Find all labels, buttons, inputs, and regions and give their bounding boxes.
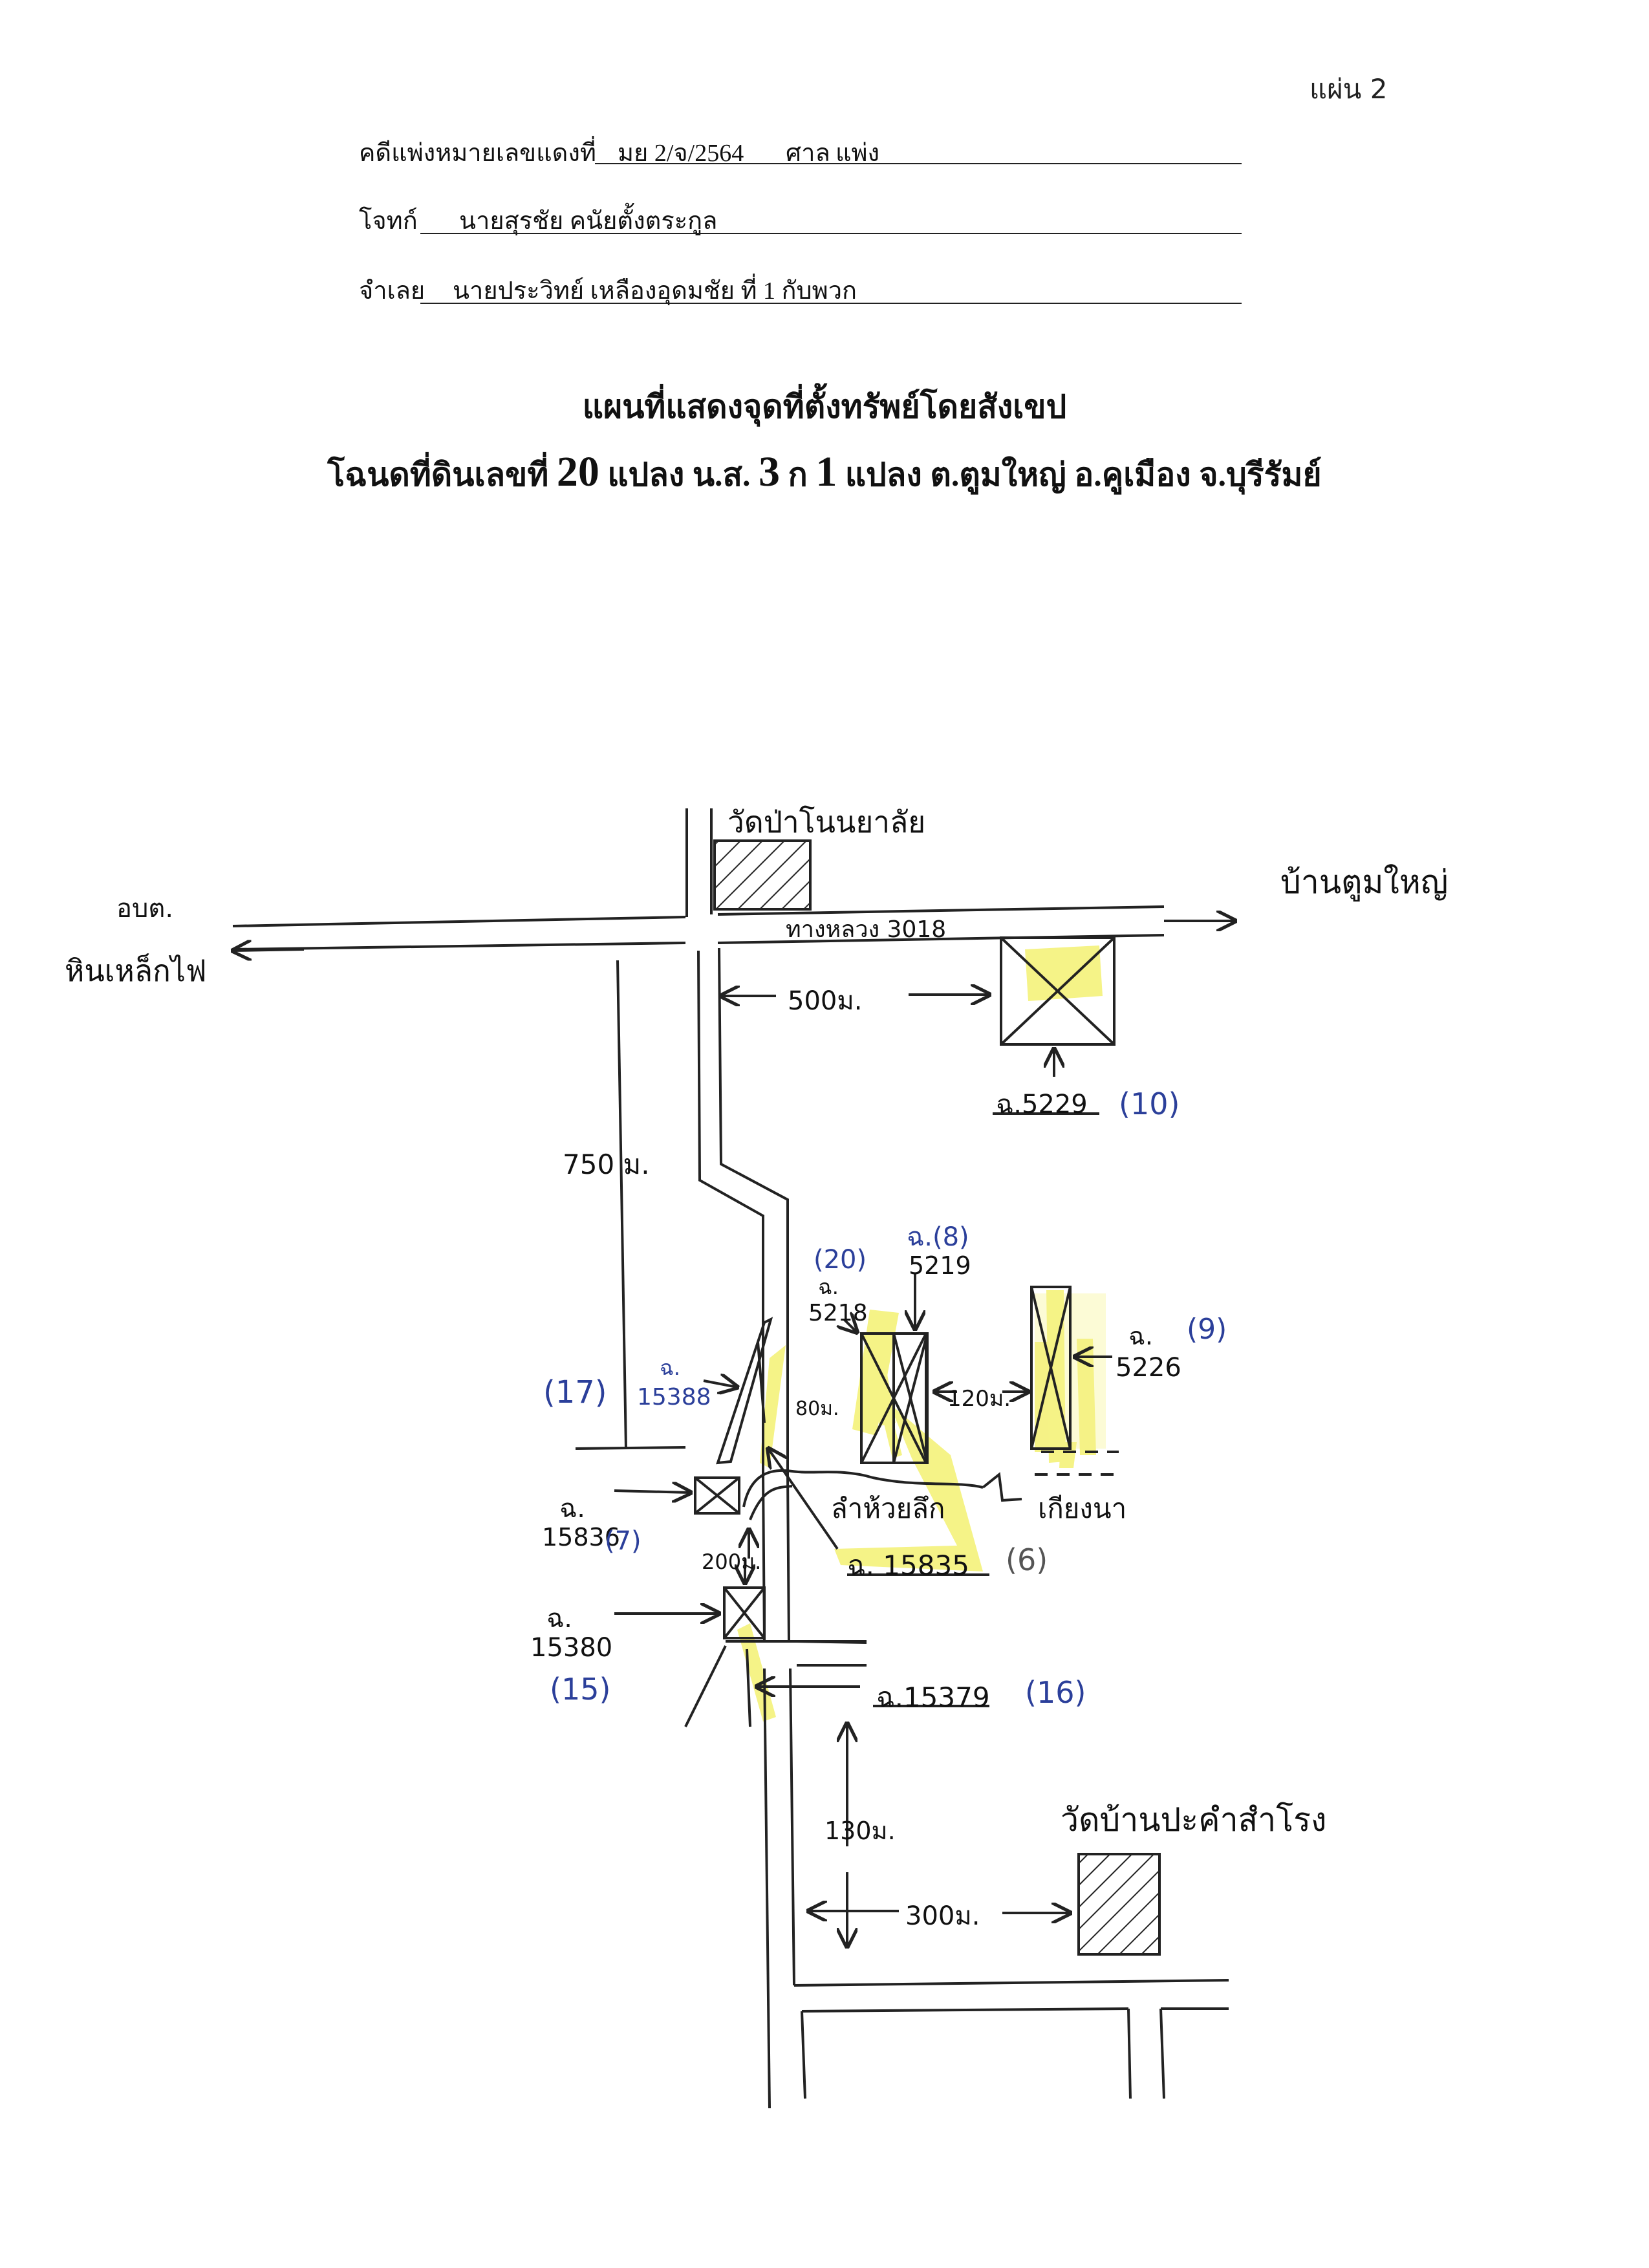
temple-top-label: วัดป่าโนนยาลัย	[727, 805, 926, 839]
plaintiff-underline	[420, 233, 1242, 234]
defendant-value: นายประวิทย์ เหลืองอุดมชัย ที่ 1 กับพวก	[453, 277, 857, 305]
temple-bottom-label: วัดบ้านปะคำสำโรง	[1061, 1801, 1327, 1839]
plaintiff-label: โจทก์	[359, 208, 418, 235]
stream-label: ลำห้วยลึก	[831, 1493, 945, 1524]
item-number-9: (9)	[1187, 1313, 1227, 1346]
distance-130: 130ม.	[824, 1817, 896, 1845]
sheet-number: แผ่น 2	[1310, 73, 1388, 105]
subtitle-num-20: 20	[556, 448, 599, 495]
item-number-6: (6)	[1006, 1542, 1048, 1577]
left-destination-2: หินเหล็กไฟ	[65, 953, 207, 988]
subtitle-part-a: โฉนดที่ดินเลขที่	[327, 457, 549, 493]
deed-5226: 5226	[1116, 1353, 1181, 1383]
item-number-10: (10)	[1119, 1086, 1180, 1121]
court-label: ศาล	[786, 140, 830, 167]
distance-750: 750 ม.	[563, 1149, 650, 1180]
deed-5219-label: ฉ.(8)	[907, 1222, 969, 1252]
deed-5226-label: ฉ.	[1128, 1322, 1153, 1350]
case-number-label: คดีแพ่งหมายเลขแดงที่	[359, 140, 596, 167]
deed-5218: 5218	[808, 1300, 868, 1326]
distance-120: 120ม.	[947, 1386, 1011, 1412]
item-number-20: (20)	[814, 1245, 867, 1275]
deed-5219: 5219	[909, 1251, 971, 1280]
case-number-value: มย 2/จ/2564	[618, 140, 744, 167]
right-destination: บ้านตูมใหญ่	[1280, 863, 1449, 901]
highway-label: ทางหลวง 3018	[786, 916, 947, 943]
defendant-label: จำเลย	[359, 277, 426, 305]
item-number-17: (17)	[543, 1374, 607, 1410]
subtitle-num-3: 3	[759, 448, 781, 495]
subtitle-part-d: แปลง ต.ตูมใหญ่ อ.คูเมือง จ.บุรีรัมย์	[845, 457, 1322, 493]
subtitle-part-b: แปลง น.ส.	[607, 457, 751, 493]
left-destination-1: อบต.	[116, 894, 174, 923]
distance-500: 500ม.	[788, 986, 863, 1016]
deed-15380-label: ฉ.	[546, 1604, 572, 1634]
subtitle-part-c: ก	[788, 457, 808, 493]
court-value: แพ่ง	[835, 140, 880, 167]
defendant-underline	[420, 303, 1242, 304]
plaintiff-value: นายสุรชัย คนัยตั้งตระกูล	[459, 208, 718, 235]
map-title: แผนที่แสดงจุดที่ตั้งทรัพย์โดยสังเขป	[582, 389, 1067, 425]
deed-15836-label: ฉ.	[559, 1494, 585, 1524]
distance-80: 80ม.	[795, 1398, 839, 1420]
item-number-16: (16)	[1025, 1675, 1086, 1710]
item-number-15: (15)	[550, 1672, 611, 1707]
deed-5229: ฉ.5229	[996, 1090, 1088, 1119]
map-subtitle: โฉนดที่ดินเลขที่ 20 แปลง น.ส. 3 ก 1 แปลง…	[0, 448, 1649, 501]
deed-15388-label: ฉ.	[660, 1355, 680, 1380]
deed-15836: 15836	[542, 1523, 620, 1551]
distance-200: 200ม.	[702, 1550, 762, 1574]
distance-300: 300ม.	[905, 1901, 980, 1931]
deed-15380: 15380	[530, 1633, 613, 1663]
item-number-7: (7)	[605, 1526, 641, 1556]
case-underline	[595, 163, 1242, 164]
deed-5218-label: ฉ.	[818, 1275, 839, 1299]
deed-15388: 15388	[637, 1384, 711, 1410]
place-right-label: เกียงนา	[1038, 1493, 1127, 1524]
deed-15835: ฉ. 15835	[847, 1550, 969, 1581]
deed-15379: ฉ.15379	[876, 1681, 990, 1713]
subtitle-num-1: 1	[815, 448, 837, 495]
